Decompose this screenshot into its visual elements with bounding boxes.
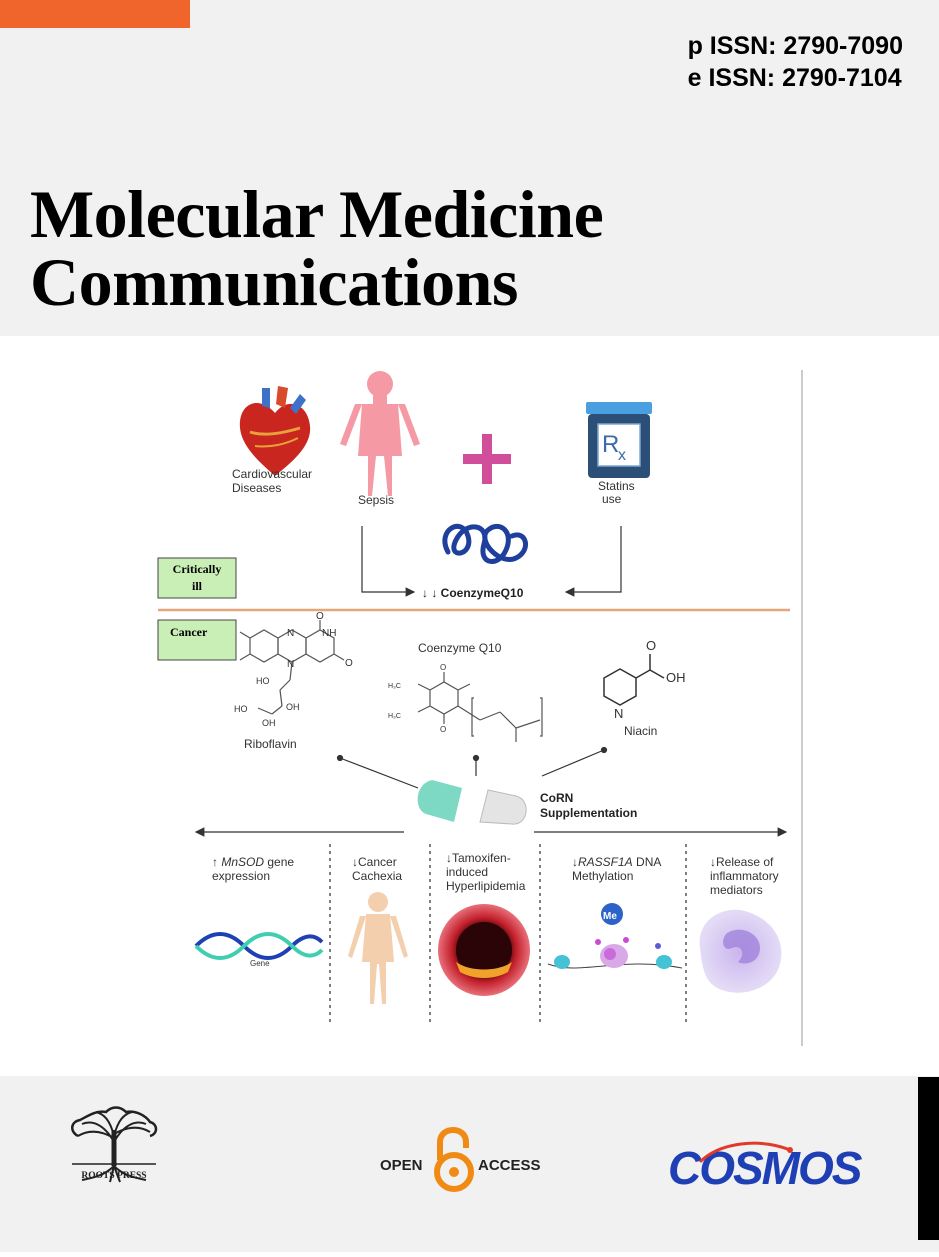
orange-accent-bar (0, 0, 190, 28)
coq10-atom-o1: O (440, 663, 446, 672)
blood-vessel-icon (438, 904, 530, 996)
left-arrow-to-coq (361, 526, 416, 597)
coq10-atom-h3c2: H₃C (388, 713, 401, 720)
riboflavin-atom-o2: O (345, 658, 353, 669)
roots-press-label: ROOTS PRESS (81, 1171, 146, 1181)
graphical-abstract: Cardiovascular Diseases Sepsis R x Stati… (0, 336, 939, 1076)
roots-press-logo (71, 1106, 158, 1183)
capsule-pointer-lines (336, 746, 608, 789)
graphical-abstract-svg: Cardiovascular Diseases Sepsis R x Stati… (157, 370, 803, 1046)
methyl-badge-label: Me (603, 911, 617, 922)
rx-subscript: x (618, 447, 626, 464)
online-issn: e ISSN: 2790-7104 (687, 64, 902, 92)
cardio-label-1: Cardiovascular (232, 467, 312, 481)
cancer-label: Cancer (170, 625, 208, 639)
riboflavin-atom-ho2: HO (234, 704, 248, 714)
coq10-title: Coenzyme Q10 (418, 641, 502, 655)
sepsis-label: Sepsis (358, 493, 394, 507)
plus-icon (463, 434, 511, 484)
open-label: OPEN (380, 1157, 423, 1174)
niacin-structure (603, 654, 665, 706)
open-access-lock-icon (434, 1127, 474, 1192)
mnsod-gene-word: gene (267, 855, 294, 869)
outcome-separators (329, 844, 687, 1026)
mnsod-label-1: ↑ MnSOD gene (212, 855, 294, 869)
footer-logos-svg: ROOTS PRESS OPEN ACCESS COSMOS (71, 1106, 865, 1194)
rassf1a-gene-name: RASSF1A (578, 855, 633, 869)
journal-title-line1: Molecular Medicine (30, 176, 604, 252)
print-issn: p ISSN: 2790-7090 (687, 32, 903, 60)
gene-label: Gene (250, 959, 270, 968)
rassf1a-label-1: ↓RASSF1A DNA (572, 855, 661, 869)
immune-cell-icon (699, 909, 782, 993)
mnsod-gene-name: MnSOD (221, 855, 264, 869)
niacin-atom-n: N (614, 706, 623, 721)
statins-label-2: use (602, 492, 622, 506)
human-body-icon (340, 371, 420, 496)
riboflavin-atom-n2: N (287, 659, 294, 670)
access-label: ACCESS (478, 1157, 541, 1174)
mnsod-label-2: expression (212, 869, 270, 883)
rassf1a-label-2: Methylation (572, 869, 633, 883)
cosmos-label: COSMOS (668, 1142, 863, 1194)
niacin-atom-oh: OH (666, 670, 686, 685)
riboflavin-label: Riboflavin (244, 737, 297, 751)
coq10-atom-o2: O (440, 725, 446, 734)
methylation-icon: Me (547, 903, 683, 969)
corn-label-2: Supplementation (540, 806, 637, 820)
rx-letter: R (602, 431, 619, 458)
mnsod-arrow: ↑ (212, 855, 218, 869)
coq10-atom-h3c1: H₃C (388, 683, 401, 690)
riboflavin-atom-oh1: OH (286, 702, 300, 712)
cardio-label-2: Diseases (232, 481, 281, 495)
statins-label-1: Statins (598, 479, 635, 493)
heart-icon (239, 386, 311, 476)
tamoxifen-label-3: Hyperlipidemia (446, 879, 526, 893)
right-arrow-to-coq (564, 526, 622, 597)
critically-ill-label-2: ill (192, 579, 203, 593)
capsule-icon (417, 780, 527, 825)
black-edge-bar (918, 1077, 939, 1240)
rassf1a-arrow: ↓ (572, 855, 578, 869)
cover-header: p ISSN: 2790-7090 e ISSN: 2790-7104 Mole… (0, 0, 939, 336)
niacin-label: Niacin (624, 724, 657, 738)
tamoxifen-label-2: induced (446, 865, 488, 879)
riboflavin-atom-oh2: OH (262, 718, 276, 728)
release-label-1: ↓Release of (710, 855, 774, 869)
journal-title: Molecular Medicine Communications (30, 176, 604, 320)
corn-label-1: CoRN (540, 791, 573, 805)
cachexia-label-1: ↓Cancer (352, 855, 397, 869)
tamoxifen-label-1: ↓Tamoxifen- (446, 851, 511, 865)
release-label-3: mediators (710, 883, 763, 897)
critically-ill-label-1: Critically (173, 562, 222, 576)
rx-bottle-icon: R x (586, 402, 652, 478)
coq-decrease-label: ↓ ↓ CoenzymeQ10 (422, 586, 524, 600)
journal-title-line2: Communications (30, 244, 518, 320)
riboflavin-atom-o1: O (316, 611, 324, 622)
rassf1a-dna-word: DNA (636, 855, 661, 869)
riboflavin-atom-ho1: HO (256, 676, 270, 686)
riboflavin-atom-nh: NH (322, 628, 336, 639)
cancer-box (157, 619, 237, 661)
cover-footer: ROOTS PRESS OPEN ACCESS COSMOS (0, 1076, 939, 1252)
release-label-2: inflammatory (710, 869, 779, 883)
issn-block: p ISSN: 2790-7090 e ISSN: 2790-7104 (688, 30, 903, 94)
coq10-structure (417, 672, 543, 742)
cosmos-logo: COSMOS (668, 1141, 865, 1194)
niacin-atom-o: O (646, 638, 656, 653)
critically-ill-box (157, 557, 237, 599)
coenzyme-protein-icon (442, 523, 528, 564)
dna-helix-icon (194, 932, 324, 960)
riboflavin-atom-n1: N (287, 628, 294, 639)
cachexia-body-icon (348, 892, 408, 1004)
riboflavin-structure (239, 620, 345, 715)
cachexia-label-2: Cachexia (352, 869, 402, 883)
